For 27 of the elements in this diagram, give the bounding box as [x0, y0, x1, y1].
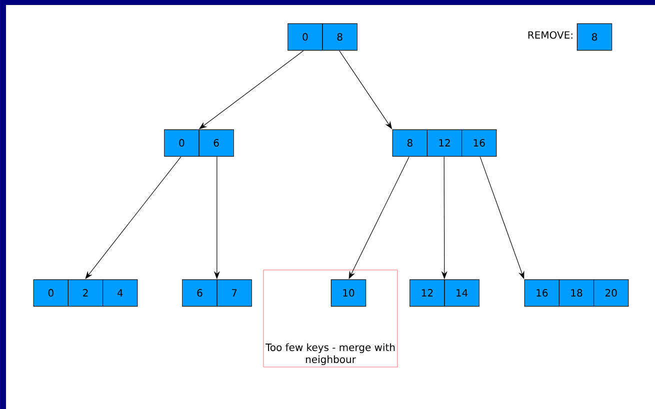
- node-label: 12: [439, 139, 450, 146]
- node-label: 7: [232, 289, 237, 296]
- node-label: 16: [536, 289, 548, 297]
- node-label: 20: [605, 289, 617, 297]
- key-node: 16 18 20: [524, 279, 629, 307]
- node-label: 0: [302, 33, 308, 41]
- key-node: 0 6: [164, 129, 234, 157]
- node-label: 2: [83, 289, 88, 296]
- node-label: 6: [214, 139, 219, 147]
- key-node: 8 12 16: [392, 129, 497, 157]
- node-label: 8: [337, 33, 342, 41]
- remove-label: REMOVE:: [528, 31, 572, 39]
- node-label: 0: [48, 289, 54, 297]
- key-node: 0 8: [287, 23, 358, 51]
- node-label: 0: [179, 139, 184, 147]
- node-label: 14: [456, 289, 468, 296]
- key-node: 6 7: [182, 279, 252, 307]
- node-label: 6: [197, 289, 202, 297]
- node-label: 8: [407, 139, 412, 147]
- node-label: 4: [117, 289, 123, 296]
- key-node: 0 2 4: [33, 279, 138, 307]
- node-label: 18: [571, 289, 582, 297]
- node-label: 16: [474, 139, 485, 147]
- node-label: 12: [422, 289, 433, 296]
- key-node: 12 14: [409, 279, 480, 307]
- key-node: 8: [576, 23, 612, 51]
- key-node: 10: [330, 279, 366, 307]
